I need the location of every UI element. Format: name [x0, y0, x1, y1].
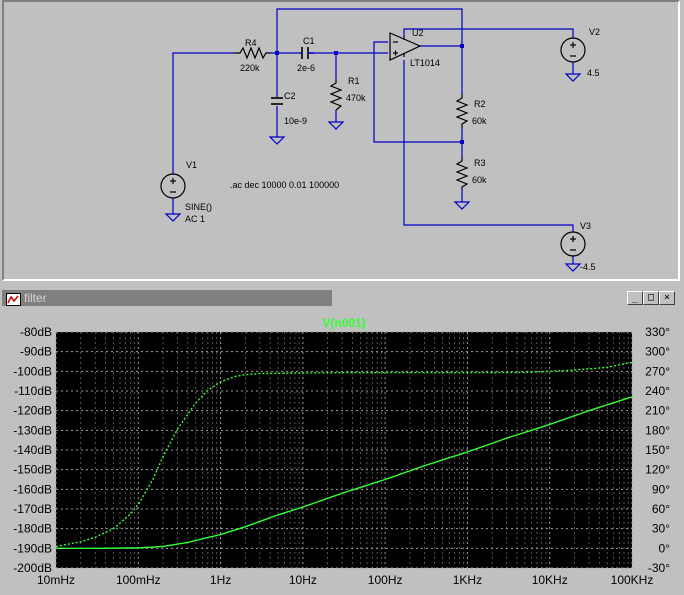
u2-opamp-symbol[interactable] [389, 32, 422, 61]
spice-directive[interactable]: .ac dec 10000 0.01 100000 [230, 180, 339, 190]
schematic-editor[interactable]: R4 220k C1 2e-6 C2 10e-9 R1 470k U2 LT10… [2, 0, 680, 281]
bode-plot[interactable]: -80dB -90dB -100dB -110dB -120dB -130dB -140dB… [0, 309, 684, 595]
waveform-titlebar[interactable]: filter _ □ × [0, 287, 684, 309]
x-tick-label: 100mHz [116, 573, 161, 587]
x-tick-label: 1Hz [210, 573, 231, 587]
r3-name: R3 [474, 158, 486, 168]
y-right-tick-label: 150° [645, 443, 670, 457]
y-right-tick-label: 300° [645, 345, 670, 359]
r4-value: 220k [240, 63, 260, 73]
y-left-tick-label: -120dB [13, 404, 52, 418]
r3-symbol[interactable] [455, 157, 469, 189]
y-right-tick-label: 60° [652, 502, 670, 516]
y-left-tick-label: -150dB [13, 463, 52, 477]
r2-value: 60k [472, 116, 487, 126]
traces [55, 361, 633, 550]
y-right-tick-label: 240° [645, 384, 670, 398]
node-dots [275, 44, 464, 144]
y-right-tick-label: 0° [659, 541, 671, 555]
plot-grid [55, 331, 633, 569]
v1-name: V1 [186, 160, 197, 170]
u2-name: U2 [412, 28, 424, 38]
x-tick-label: 100Hz [368, 573, 403, 587]
y-left-tick-label: -170dB [13, 502, 52, 516]
c1-value: 2e-6 [297, 63, 315, 73]
v3-value: -4.5 [580, 262, 596, 272]
y-right-tick-label: 270° [645, 364, 670, 378]
y-right-tick-label: 90° [652, 482, 670, 496]
y-left-tick-label: -90dB [20, 345, 52, 359]
y-left-axis-ticks: -80dB -90dB -100dB -110dB -120dB -130dB -140dB… [13, 325, 52, 575]
close-button[interactable]: × [659, 291, 675, 305]
x-tick-label: 10KHz [532, 573, 568, 587]
c2-symbol[interactable] [271, 97, 283, 105]
y-right-axis-ticks: 330° 300° 270° 240° 210° 180° 150° 120° 90° 60° 30… [645, 325, 670, 575]
r3-value: 60k [472, 175, 487, 185]
y-left-tick-label: -190dB [13, 541, 52, 555]
schematic-wires [172, 8, 574, 264]
v1-value: SINE() [185, 202, 212, 212]
trace-label[interactable]: V(n001) [322, 316, 365, 330]
minimize-button[interactable]: _ [627, 291, 643, 305]
v2-source-symbol[interactable] [560, 37, 586, 63]
title-bar-active[interactable]: filter [2, 290, 332, 306]
c1-name: C1 [303, 36, 315, 46]
maximize-button[interactable]: □ [643, 291, 659, 305]
y-right-tick-label: 120° [645, 463, 670, 477]
c2-name: C2 [284, 91, 296, 101]
x-tick-label: 1KHz [453, 573, 482, 587]
r1-value: 470k [346, 93, 366, 103]
y-left-tick-label: -160dB [13, 482, 52, 496]
y-right-tick-label: -30° [648, 561, 670, 575]
y-right-tick-label: 30° [652, 522, 670, 536]
v2-value: 4.5 [587, 68, 600, 78]
waveform-viewer-window[interactable]: filter _ □ × -80dB -90dB -100dB -110dB -120d… [0, 287, 684, 595]
magnitude-trace [56, 396, 633, 550]
y-right-tick-label: 330° [645, 325, 670, 339]
c2-value: 10e-9 [284, 116, 307, 126]
r1-symbol[interactable] [329, 79, 343, 111]
v1-source-symbol[interactable] [160, 173, 186, 199]
v2-name: V2 [589, 27, 600, 37]
x-tick-label: 10Hz [289, 573, 317, 587]
y-left-tick-label: -180dB [13, 522, 52, 536]
v3-name: V3 [580, 221, 591, 231]
y-left-tick-label: -80dB [20, 325, 52, 339]
r1-name: R1 [348, 76, 360, 86]
r4-symbol[interactable] [234, 46, 270, 60]
v1-ac-value: AC 1 [185, 214, 205, 224]
r4-name: R4 [245, 38, 257, 48]
window-title: filter [24, 291, 47, 305]
y-left-tick-label: -100dB [13, 364, 52, 378]
y-left-tick-label: -140dB [13, 443, 52, 457]
r2-name: R2 [474, 99, 486, 109]
x-tick-label: 10mHz [37, 573, 75, 587]
y-left-tick-label: -200dB [13, 561, 52, 575]
waveform-app-icon [6, 291, 21, 310]
x-tick-label: 100KHz [611, 573, 654, 587]
v3-source-symbol[interactable] [560, 231, 586, 257]
u2-value: LT1014 [410, 58, 440, 68]
phase-trace [55, 361, 633, 548]
x-axis-ticks: 10mHz 100mHz 1Hz 10Hz 100Hz 1KHz 10KHz 100KHz [37, 573, 653, 587]
y-right-tick-label: 180° [645, 423, 670, 437]
y-right-tick-label: 210° [645, 404, 670, 418]
r2-symbol[interactable] [455, 94, 469, 128]
y-left-tick-label: -130dB [13, 423, 52, 437]
c1-symbol[interactable] [300, 47, 314, 59]
ground-symbols [164, 73, 582, 272]
y-left-tick-label: -110dB [14, 384, 52, 398]
